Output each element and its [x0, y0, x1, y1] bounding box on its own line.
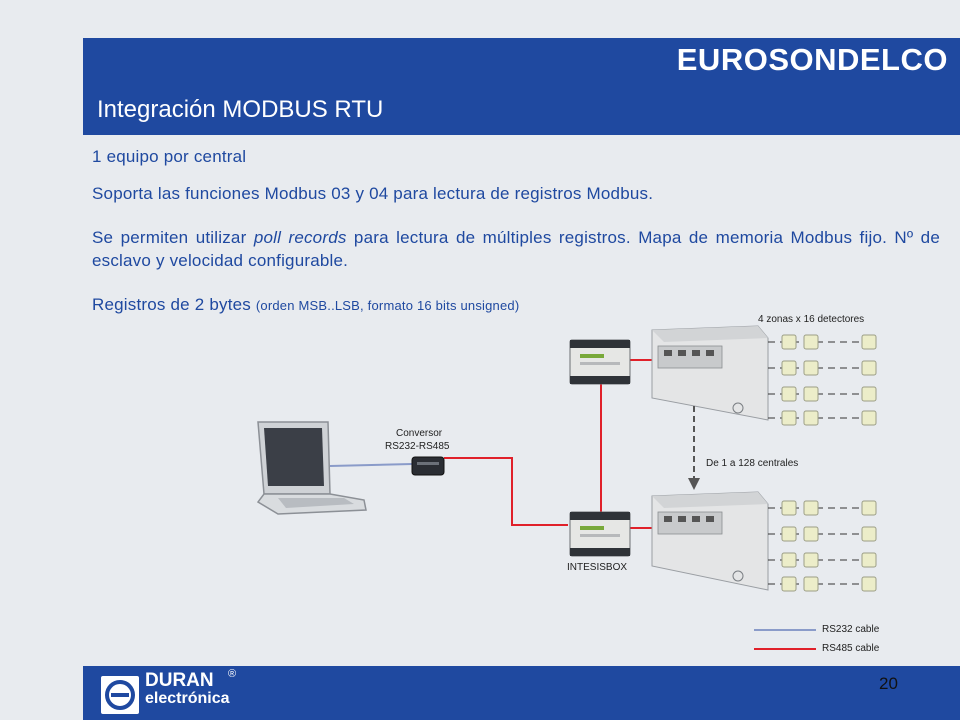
bullet-4-detail: (orden MSB..LSB, formato 16 bits unsigne… [255, 298, 520, 313]
laptop-icon [256, 421, 367, 515]
bullet-3-text-a: Se permiten utilizar [92, 228, 254, 247]
converter-label-line1: Conversor [396, 428, 443, 439]
arrow-head-icon [688, 478, 700, 490]
rs485-link-converter [444, 457, 568, 526]
bullet-4: Registros de 2 bytes (orden MSB..LSB, fo… [92, 293, 940, 317]
header-banner: EUROSONDELCO Integración MODBUS RTU [83, 38, 960, 135]
footer-bar: DURAN electrónica ® 20 [83, 666, 960, 720]
intesisbox-label: INTESISBOX [567, 562, 628, 573]
brand-title: EUROSONDELCO [676, 42, 948, 77]
centrales-label: De 1 a 128 centrales [706, 458, 799, 469]
bullet-4-main: Registros de 2 bytes [92, 295, 256, 314]
logo-wordmark: DURAN electrónica [145, 670, 230, 708]
detector-icons-bottom [781, 500, 877, 592]
intesisbox-bottom-icon [569, 511, 631, 557]
bullet-1: 1 equipo por central [92, 147, 247, 166]
duran-logo-icon [101, 676, 139, 714]
detector-grid-top [768, 341, 870, 419]
logo-line1: DURAN [145, 670, 214, 691]
slide-title: Integración MODBUS RTU [97, 96, 384, 123]
detector-grid-bottom [768, 507, 870, 585]
bullet-3: Se permiten utilizar poll records para l… [92, 226, 940, 272]
zones-label: 4 zonas x 16 detectores [758, 314, 865, 325]
converter-label-line2: RS232-RS485 [385, 441, 450, 452]
legend-rs485-label: RS485 cable [822, 643, 880, 654]
registered-mark: ® [228, 668, 237, 680]
fire-panel-bottom-icon [651, 491, 769, 591]
converter-icon [411, 456, 445, 476]
rs232-link [329, 463, 413, 467]
fire-panel-top-icon [651, 325, 769, 421]
intesisbox-top-icon [569, 339, 631, 385]
bullet-3-emphasis: poll records [253, 228, 347, 247]
page-number: 20 [879, 674, 898, 693]
bullet-3-text-b: para lectura de múltiples registros. Map… [92, 228, 940, 270]
detector-icons-top [781, 334, 877, 426]
logo-line2: electrónica [145, 690, 230, 707]
legend-rs232-label: RS232 cable [822, 624, 880, 635]
bullet-2: Soporta las funciones Modbus 03 y 04 par… [92, 184, 654, 203]
